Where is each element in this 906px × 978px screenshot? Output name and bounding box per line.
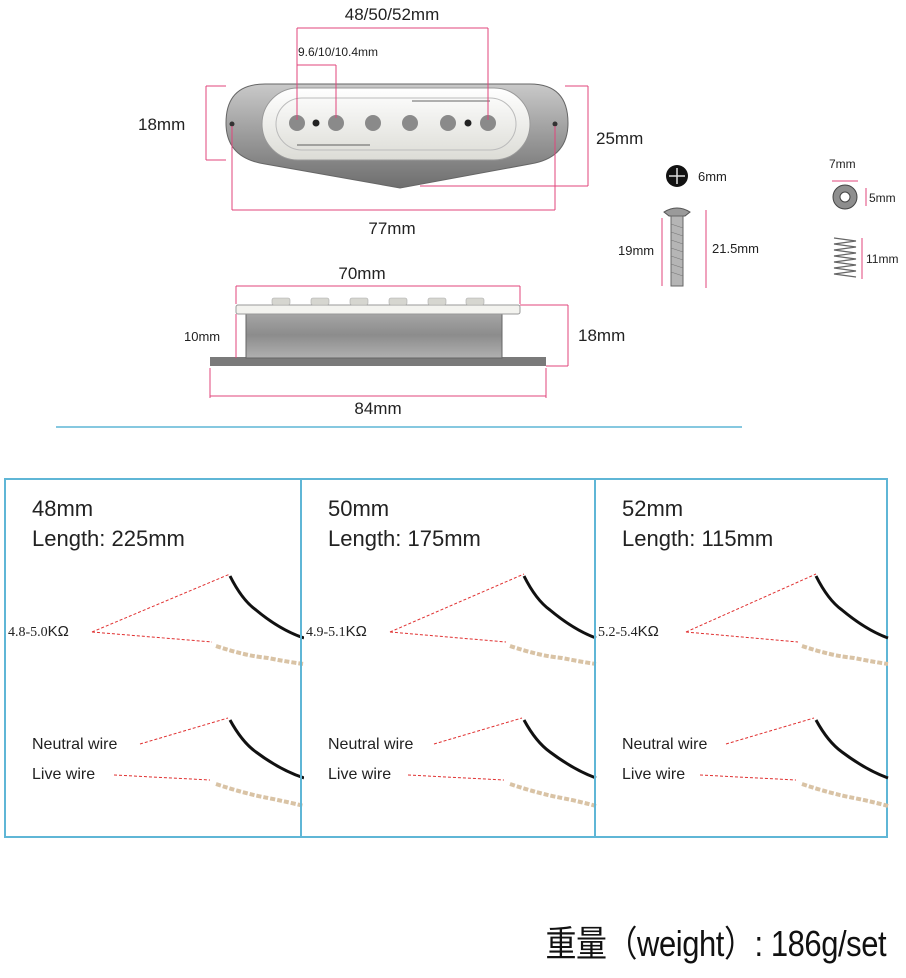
pole-spacing-heading: 52mm <box>622 496 684 521</box>
grommet-height-label: 5mm <box>869 191 896 205</box>
weight-caption: 重量（weight）: 186g/set <box>545 923 886 964</box>
side-view-dimension-lines <box>209 285 569 398</box>
wire-length-heading: Length: 175mm <box>328 526 481 551</box>
screw-total-label: 21.5mm <box>712 241 759 256</box>
bobbin-length-label: 70mm <box>338 264 385 283</box>
resistance-label: 4.8-5.0KΩ <box>8 623 69 641</box>
wire-panel-48mm: 48mm Length: 225mm 4.8-5.0KΩ Neutral wir… <box>4 478 304 838</box>
base-length-label: 84mm <box>354 399 401 418</box>
resistance-label: 5.2-5.4KΩ <box>598 623 659 641</box>
wire-illustration <box>685 573 889 808</box>
resistance-unit: KΩ <box>47 623 69 640</box>
screw-shank-label: 19mm <box>618 243 654 258</box>
live-wire-label: Live wire <box>622 766 686 783</box>
screw-head-label: 6mm <box>698 169 727 184</box>
wire-panel-52mm: 52mm Length: 115mm 5.2-5.4KΩ Neutral wir… <box>594 478 889 838</box>
neutral-wire-label: Neutral wire <box>32 736 118 753</box>
live-wire-label: Live wire <box>328 766 392 783</box>
side-height-right-label: 18mm <box>578 326 625 345</box>
grommet-diameter-label: 7mm <box>829 157 856 171</box>
panel-title: 50mm Length: 175mm <box>328 494 481 554</box>
spring-length-label: 11mm <box>866 252 898 266</box>
pole-spacing-heading: 48mm <box>32 496 94 521</box>
grommet-dimension-lines <box>832 180 867 206</box>
panel-title: 52mm Length: 115mm <box>622 494 773 554</box>
plate-height-left-label: 18mm <box>138 115 185 134</box>
pole-spacing-heading: 50mm <box>328 496 390 521</box>
plate-height-right-label: 25mm <box>596 129 643 148</box>
pickup-top-view <box>225 83 569 189</box>
neutral-wire-label: Neutral wire <box>622 736 708 753</box>
wire-length-heading: Length: 225mm <box>32 526 185 551</box>
resistance-value: 4.9-5.1 <box>306 625 346 640</box>
panel-title: 48mm Length: 225mm <box>32 494 185 554</box>
wire-length-heading: Length: 115mm <box>622 526 774 551</box>
pole-spacing-label: 48/50/52mm <box>345 5 440 24</box>
pole-gap-label: 9.6/10/10.4mm <box>298 45 378 59</box>
side-height-left-label: 10mm <box>184 329 220 344</box>
resistance-value: 4.8-5.0 <box>8 625 48 640</box>
screw-illustration <box>663 165 691 287</box>
live-wire-label: Live wire <box>32 766 96 783</box>
resistance-label: 4.9-5.1KΩ <box>306 623 367 641</box>
neutral-wire-label: Neutral wire <box>328 736 414 753</box>
wire-illustration <box>389 573 597 808</box>
resistance-unit: KΩ <box>345 623 367 640</box>
top-view-dimension-lines <box>205 27 589 211</box>
spring-illustration <box>833 237 857 278</box>
resistance-value: 5.2-5.4 <box>598 625 638 640</box>
pickup-side-view <box>210 297 546 366</box>
plate-length-label: 77mm <box>368 219 415 238</box>
wire-panels: 48mm Length: 225mm 4.8-5.0KΩ Neutral wir… <box>4 478 889 838</box>
pickup-dimension-drawing: 48/50/52mm 9.6/10/10.4mm 18mm 25mm 77mm … <box>56 5 898 428</box>
screw-dimension-lines <box>661 210 707 288</box>
wire-panel-50mm: 50mm Length: 175mm 4.9-5.1KΩ Neutral wir… <box>300 478 597 838</box>
resistance-unit: KΩ <box>637 623 659 640</box>
wire-illustration <box>91 573 304 808</box>
grommet-illustration <box>832 184 858 210</box>
